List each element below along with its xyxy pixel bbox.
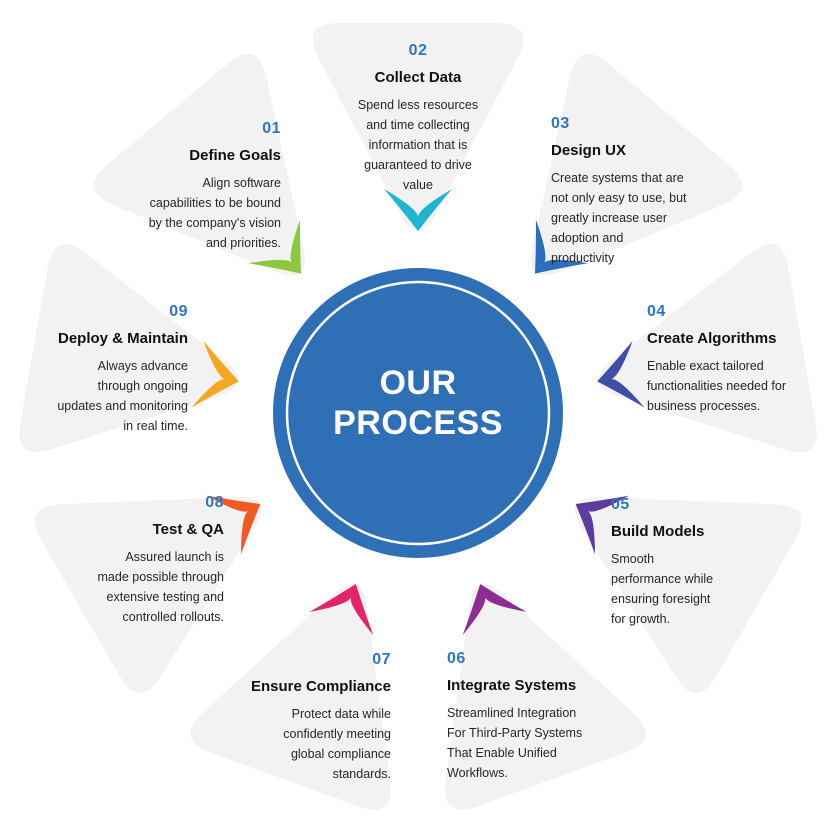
step-description-line: extensive testing and (106, 590, 224, 604)
step-description-line: Spend less resources (357, 98, 479, 112)
step-description-line: Enable exact tailored (647, 359, 764, 373)
step-description: Create systems that are not only easy to … (551, 168, 731, 268)
petal-group (19, 23, 817, 810)
step-description-line: capabilities to be bound (149, 196, 281, 210)
step-number: 02 (408, 42, 428, 59)
step-description-line: Workflows. (447, 766, 508, 780)
petal-09 (19, 244, 239, 453)
step-title: Define Goals (189, 147, 281, 164)
step-description-line: functionalities needed for (647, 379, 786, 393)
chevron-arrow-07 (309, 584, 374, 636)
step-number: 05 (611, 496, 630, 513)
chevron-arrow-06 (462, 584, 527, 636)
step-description-line: not only easy to use, but (551, 191, 687, 205)
step-description-line: and priorities. (205, 236, 281, 250)
step-number: 08 (205, 494, 224, 511)
chevron-arrow-08 (207, 495, 261, 555)
step-title: Design UX (551, 142, 627, 159)
step-description-line: Protect data while (291, 707, 391, 721)
step-title: Collect Data (374, 69, 462, 86)
step-description: Always advance through ongoing updates and… (28, 356, 188, 436)
step-description-line: Align software (202, 176, 281, 190)
step-number: 01 (262, 120, 281, 137)
step-description-line: That Enable Unified (447, 746, 557, 760)
step-description: Protect data while confidently meeting glo… (225, 704, 391, 784)
petal-08 (34, 497, 262, 694)
step-description-line: for growth. (611, 612, 671, 626)
step-description: Assured launch is made possible through ex… (64, 547, 224, 627)
chevron-arrow-04 (597, 340, 645, 408)
step-description-line: updates and monitoring (57, 399, 188, 413)
step-description-line: global compliance (290, 747, 391, 761)
step-description-line: business processes. (647, 399, 761, 413)
chevron-arrow-05 (575, 495, 629, 555)
step-number: 06 (447, 650, 466, 667)
step-number: 07 (372, 651, 391, 668)
step-description-line: by the company's vision (148, 216, 281, 230)
step-description-line: information that is (368, 138, 468, 152)
step-description-line: performance while (611, 572, 714, 586)
petal-07 (190, 584, 391, 810)
step-description-line: greatly increase user (551, 211, 668, 225)
step-description-line: Assured launch is (125, 550, 224, 564)
center-title: OUR PROCESS (268, 363, 568, 443)
step-number: 09 (169, 303, 188, 320)
petal-06 (445, 584, 646, 810)
petal-02 (312, 23, 524, 231)
step-description-line: For Third-Party Systems (447, 726, 583, 740)
step-title: Test & QA (152, 521, 224, 538)
petal-04 (597, 244, 817, 453)
step-description-line: ensuring foresight (611, 592, 711, 606)
step-title: Ensure Compliance (250, 678, 391, 695)
step-description-line: in real time. (123, 419, 188, 433)
step-description-line: through ongoing (97, 379, 188, 393)
step-description-line: guaranteed to drive (364, 158, 472, 172)
step-title: Integrate Systems (447, 677, 577, 694)
chevron-arrow-01 (248, 219, 301, 274)
step-description-line: Streamlined Integration (447, 706, 577, 720)
center-ring (285, 280, 551, 546)
step-title: Create Algorithms (647, 330, 777, 347)
step-description-line: Always advance (97, 359, 188, 373)
center-title-line-1: OUR (379, 364, 457, 402)
step-description-line: confidently meeting (283, 727, 391, 741)
chevron-arrow-02 (384, 189, 452, 231)
step-description-line: adoption and (551, 231, 624, 245)
step-title: Deploy & Maintain (57, 330, 188, 347)
step-number: 04 (647, 303, 666, 320)
chevron-arrow-09 (191, 340, 239, 408)
petal-03 (531, 53, 743, 276)
step-description-line: value (403, 178, 433, 192)
step-description: Spend less resources and time collecting i… (333, 95, 503, 195)
step-description-line: standards. (332, 767, 391, 781)
step-description-line: made possible through (97, 570, 224, 584)
step-number: 03 (551, 115, 570, 132)
step-description: Smooth performance while ensuring foresigh… (611, 549, 761, 629)
step-title: Build Models (611, 523, 705, 540)
center-circle (273, 268, 563, 558)
step-description-line: Smooth (611, 552, 655, 566)
chevron-group (191, 189, 645, 636)
step-description: Enable exact tailored functionalities nee… (647, 356, 822, 416)
step-description-line: productivity (551, 251, 615, 265)
center-title-line-2: PROCESS (333, 404, 503, 442)
petal-01 (93, 53, 305, 276)
step-description-line: Create systems that are (551, 171, 684, 185)
chevron-arrow-03 (535, 219, 588, 274)
petal-05 (574, 497, 802, 694)
step-description-line: controlled rollouts. (122, 610, 224, 624)
step-description: Align software capabilities to be bound by… (118, 173, 281, 253)
step-description-line: and time collecting (366, 118, 470, 132)
